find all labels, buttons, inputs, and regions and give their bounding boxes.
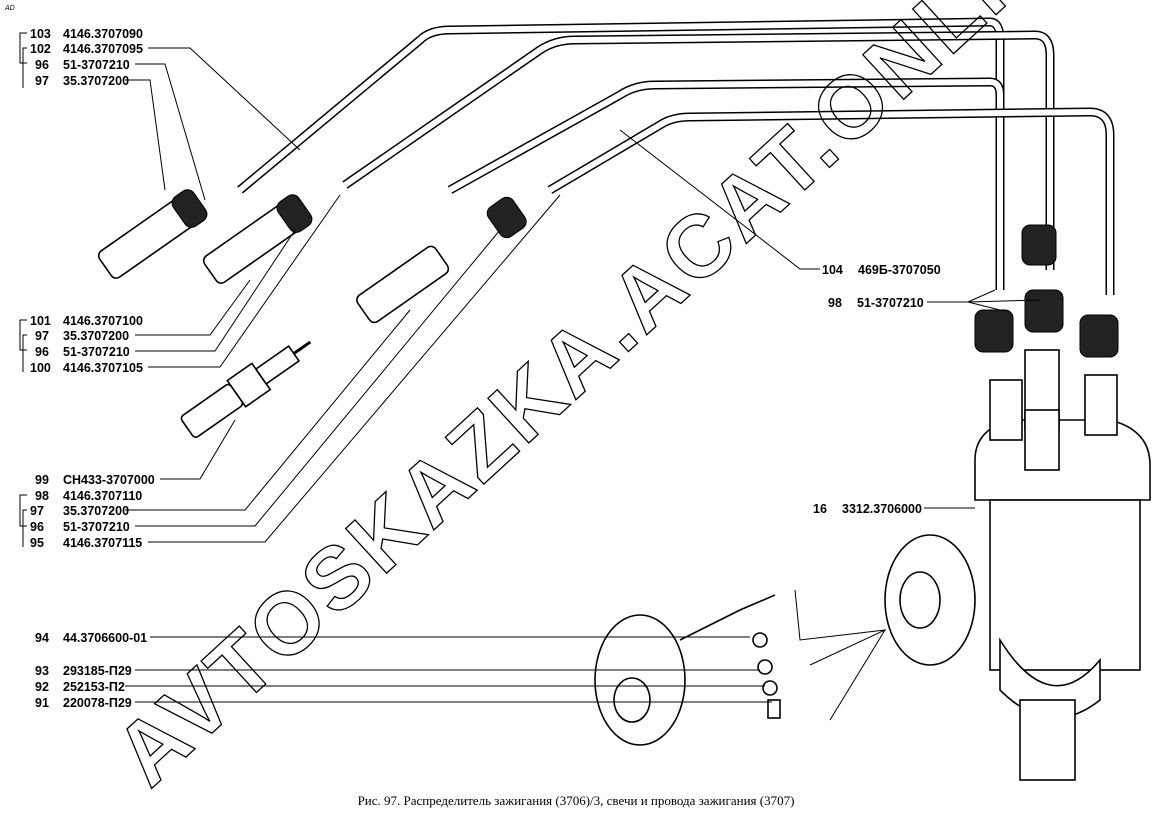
part-number: 96	[30, 520, 44, 534]
spark-plug	[180, 340, 312, 438]
part-code: 35.3707200	[63, 504, 129, 518]
part-number: 94	[35, 631, 49, 645]
part-number: 16	[813, 502, 827, 516]
part-code: 51-3707210	[857, 296, 924, 310]
part-code: 4146.3707095	[63, 42, 143, 56]
part-number: 102	[30, 42, 51, 56]
plug-tips	[97, 189, 527, 324]
part-code: 4146.3707115	[63, 536, 142, 550]
part-code: 469Б-3707050	[858, 263, 941, 277]
part-number: 103	[30, 27, 51, 41]
part-code: 4146.3707105	[63, 361, 143, 375]
part-number: 104	[822, 263, 843, 277]
part-code: 4146.3707110	[63, 489, 142, 503]
detail-pointer	[794, 589, 887, 721]
part-number: 96	[35, 58, 49, 72]
part-code: 51-3707210	[63, 58, 130, 72]
label-group-1: 103 4146.3707090 102 4146.3707095 96 51-370…	[19, 27, 301, 201]
corner-mark: AD	[4, 5, 15, 12]
part-number: 98	[828, 296, 842, 310]
part-number: 97	[35, 329, 49, 343]
part-code: 293185-П29	[63, 664, 132, 678]
part-number: 96	[35, 345, 49, 359]
part-code: 35.3707200	[63, 74, 129, 88]
label-group-2: 101 4146.3707100 97 35.3707200 96 51-370721…	[19, 194, 341, 375]
vacuum-regulator	[594, 594, 781, 746]
part-number: 98	[35, 489, 49, 503]
part-number: 95	[30, 536, 44, 550]
part-number: 92	[35, 680, 49, 694]
part-code: CH433-3707000	[63, 473, 155, 487]
distributor	[884, 224, 1151, 781]
part-number: 97	[35, 74, 49, 88]
part-code: 51-3707210	[63, 520, 130, 534]
label-group-right: 104 469Б-3707050 98 51-3707210 16 3312.3706…	[619, 129, 1041, 516]
part-number: 97	[30, 504, 44, 518]
part-number: 99	[35, 473, 49, 487]
part-code: 4146.3707090	[63, 27, 143, 41]
part-number: 101	[30, 314, 51, 328]
part-code: 3312.3706000	[842, 502, 922, 516]
part-code: 4146.3707100	[63, 314, 143, 328]
label-group-4: 94 44.3706600-01 93 293185-П29 92 252153-П2…	[35, 631, 772, 710]
part-number: 93	[35, 664, 49, 678]
part-code: 44.3706600-01	[63, 631, 147, 645]
label-group-3: 99 CH433-3707000 98 4146.3707110 97 35.3707…	[19, 194, 561, 550]
part-code: 220078-П29	[63, 696, 132, 710]
figure-caption: Рис. 97. Распределитель зажигания (3706)…	[358, 793, 795, 808]
part-code: 51-3707210	[63, 345, 130, 359]
part-number: 91	[35, 696, 49, 710]
part-code: 252153-П2	[63, 680, 125, 694]
part-code: 35.3707200	[63, 329, 129, 343]
ignition-wires	[237, 17, 1115, 295]
part-number: 100	[30, 361, 51, 375]
